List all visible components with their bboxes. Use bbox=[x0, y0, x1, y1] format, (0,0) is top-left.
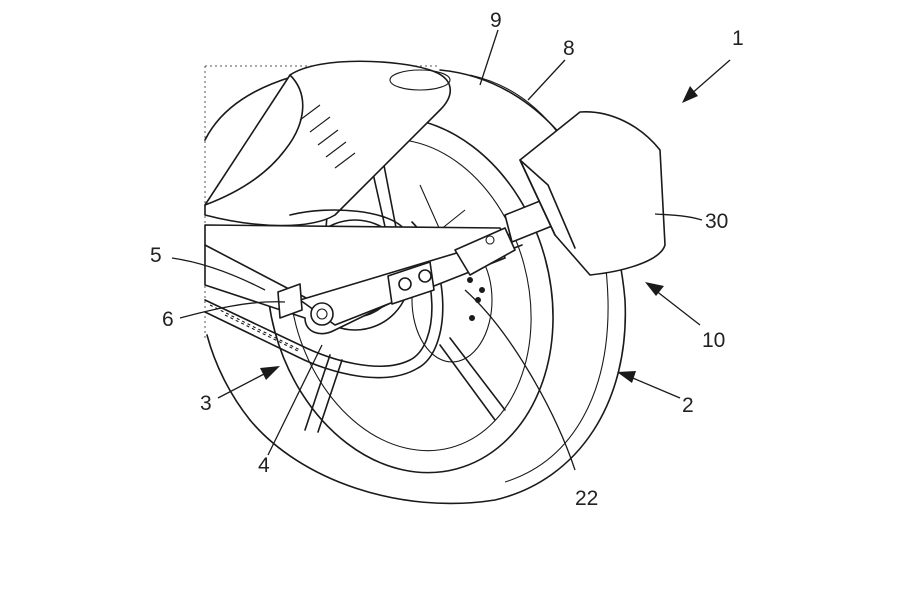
numeral-9: 9 bbox=[490, 9, 502, 32]
numeral-10: 10 bbox=[702, 329, 725, 352]
numeral-3: 3 bbox=[200, 392, 212, 415]
leader-lines bbox=[171, 29, 703, 471]
fender bbox=[519, 111, 666, 276]
numeral-8: 8 bbox=[563, 37, 575, 60]
numeral-5: 5 bbox=[150, 244, 162, 267]
numeral-2: 2 bbox=[682, 394, 694, 417]
numeral-4: 4 bbox=[258, 454, 270, 477]
exhaust-silencer bbox=[204, 60, 452, 227]
arrow-1 bbox=[682, 59, 731, 103]
numeral-1: 1 bbox=[732, 27, 744, 50]
arrow-10 bbox=[645, 282, 701, 326]
axle-clamp bbox=[454, 227, 516, 276]
arrow-3 bbox=[217, 366, 280, 399]
arrow-2 bbox=[617, 371, 681, 399]
numeral-22: 22 bbox=[575, 487, 598, 510]
chain-adjuster bbox=[277, 261, 435, 319]
numeral-6: 6 bbox=[162, 308, 174, 331]
swing-arm bbox=[204, 224, 511, 335]
numeral-30: 30 bbox=[705, 210, 728, 233]
